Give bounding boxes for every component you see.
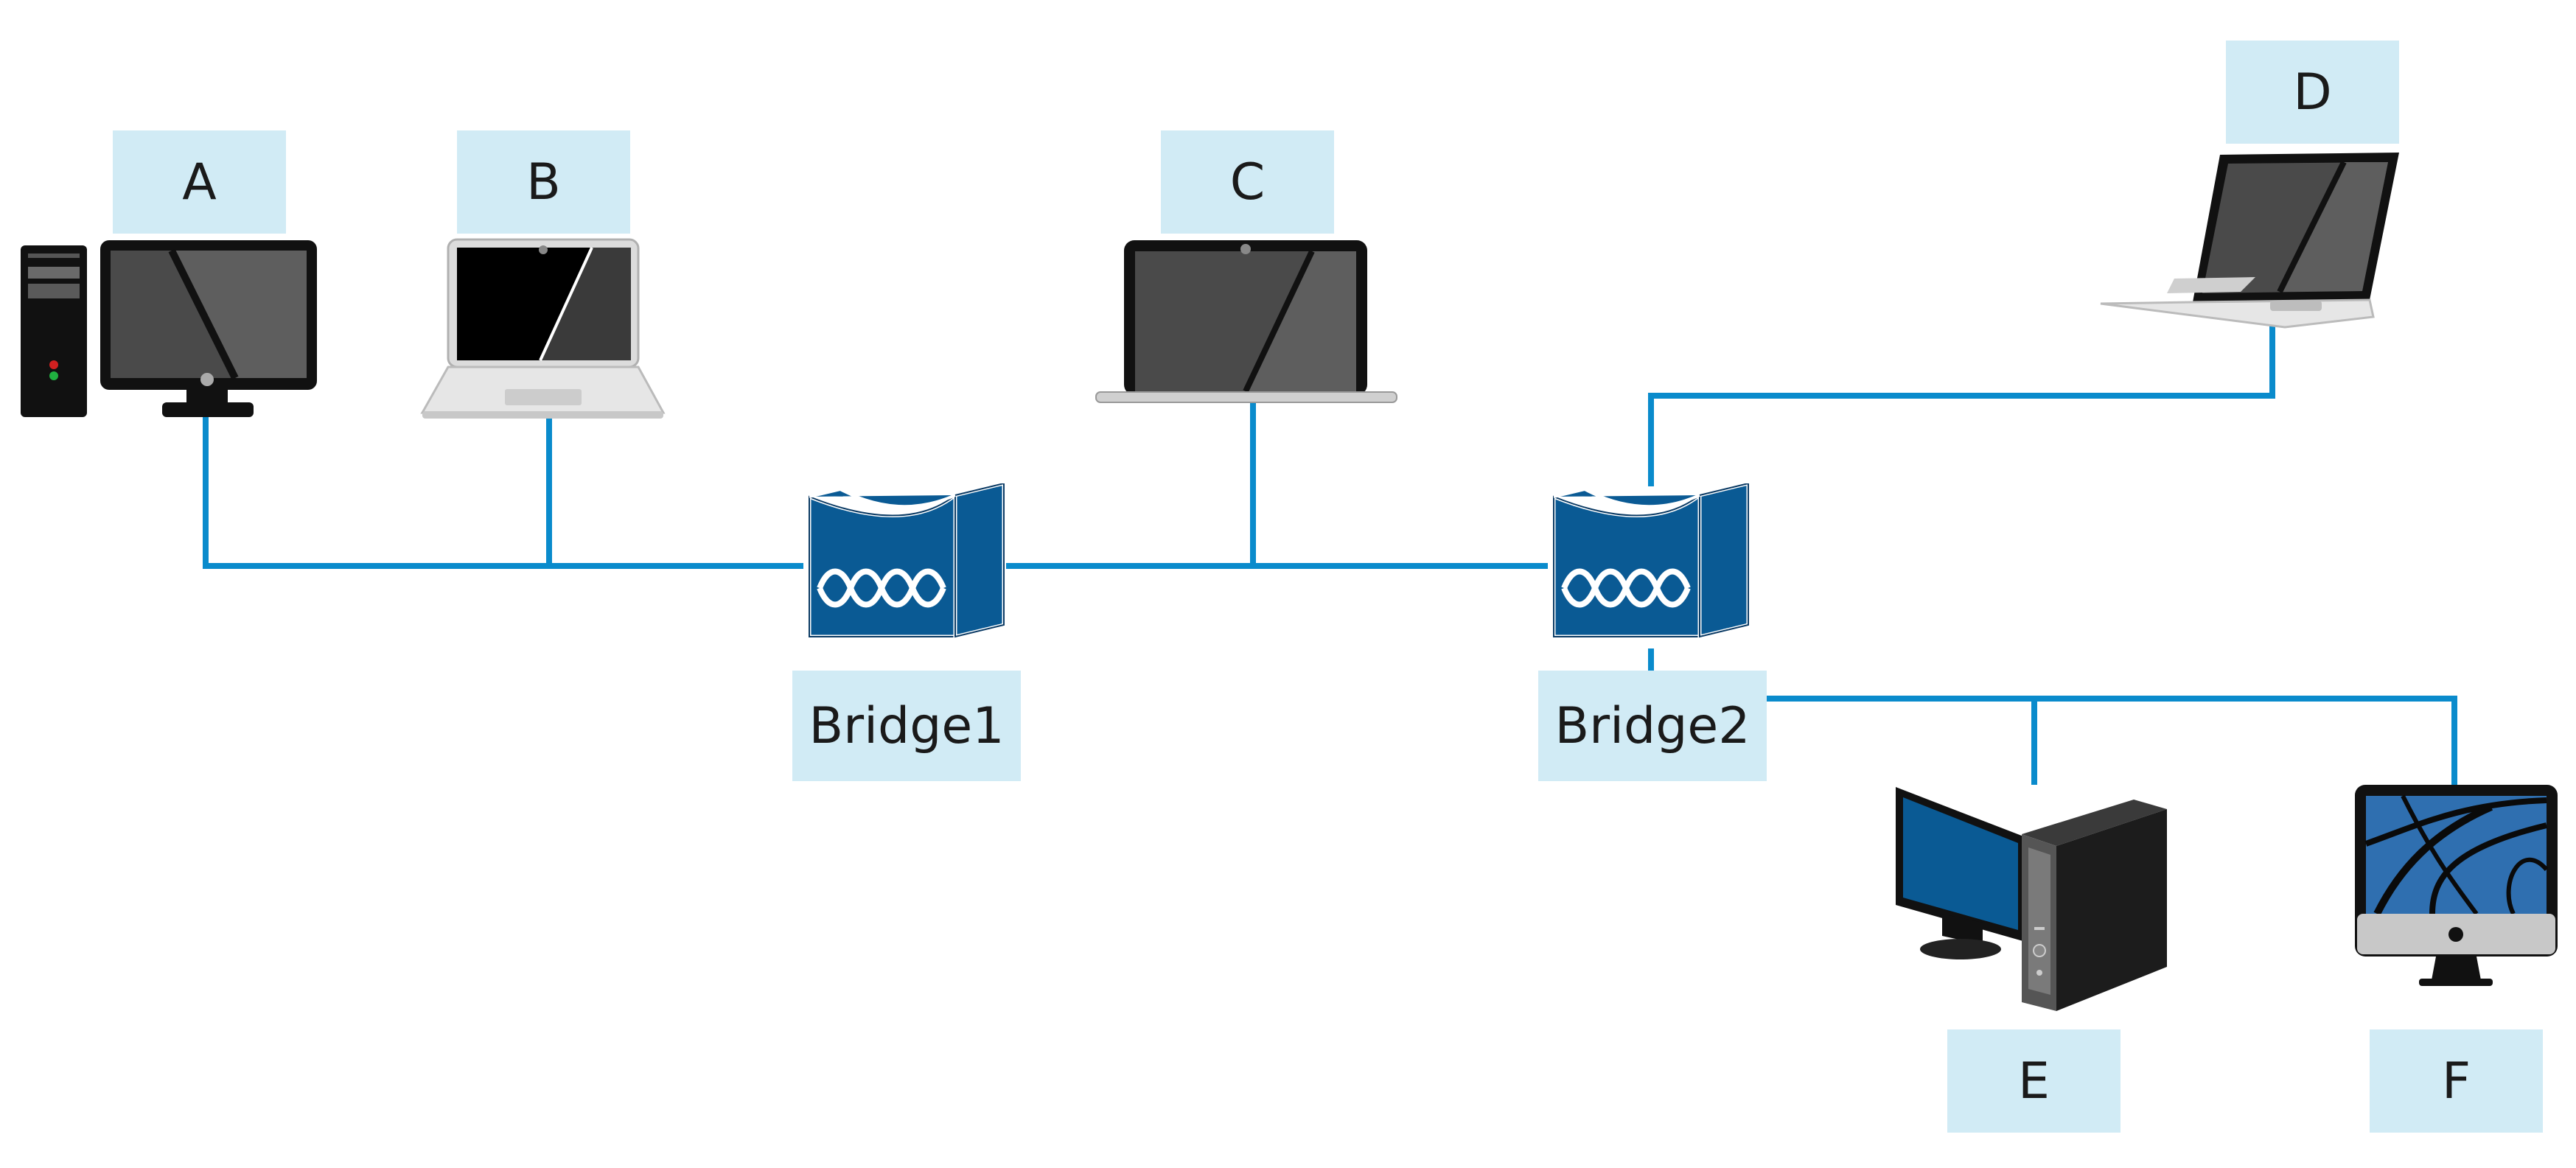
bridge-label-bridge1: Bridge1	[792, 671, 1021, 781]
link-d	[1648, 324, 2275, 486]
bridge-label-bridge2: Bridge2	[1538, 671, 1767, 781]
laptop-icon	[2100, 153, 2399, 329]
link-a	[203, 416, 803, 569]
node-label-f: F	[2370, 1029, 2543, 1133]
node-label-d: D	[2226, 41, 2399, 144]
bridge-icon	[809, 483, 1004, 637]
node-label-e: E	[1947, 1029, 2121, 1133]
all-in-one-computer-icon	[2355, 785, 2558, 986]
node-label-b: B	[457, 130, 630, 234]
laptop-icon	[420, 238, 666, 419]
node-label-a: A	[113, 130, 286, 234]
links	[203, 324, 2457, 785]
desktop-pc-icon	[1896, 787, 2167, 1011]
laptop-icon	[1095, 240, 1397, 403]
desktop-tower-monitor-icon	[21, 240, 317, 417]
bridge-icon	[1554, 483, 1748, 637]
link-e-f	[1765, 696, 2457, 785]
node-label-c: C	[1161, 130, 1334, 234]
